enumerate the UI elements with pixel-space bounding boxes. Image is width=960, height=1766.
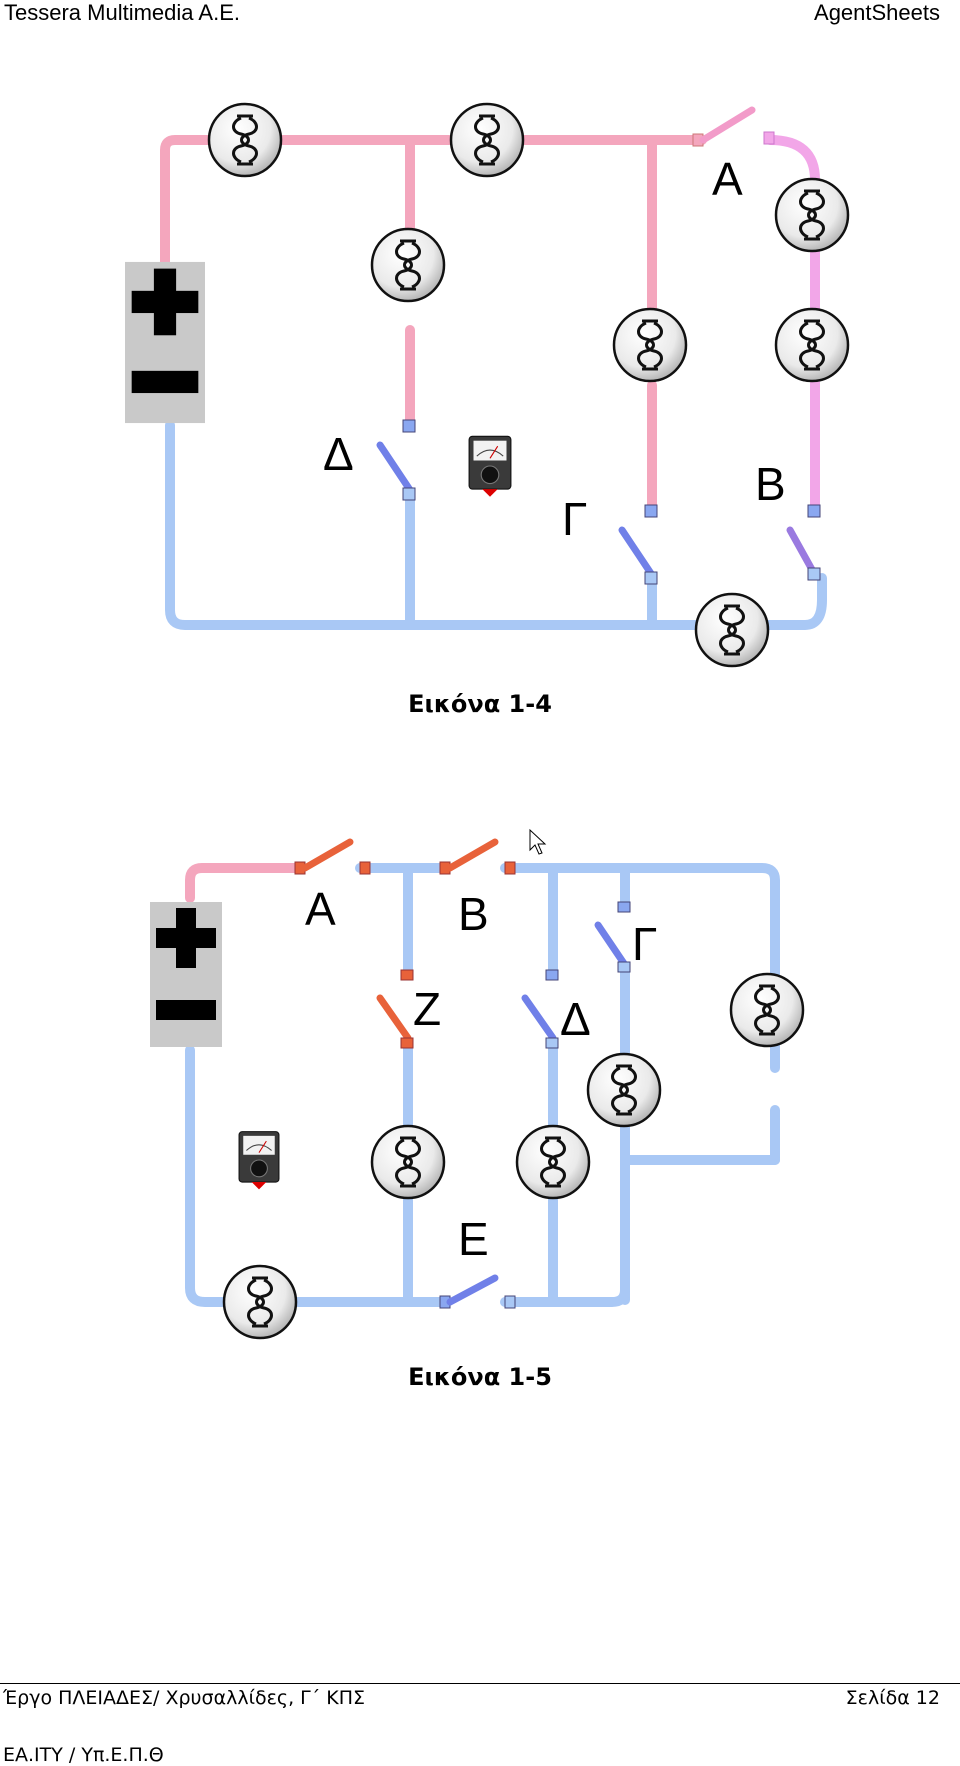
- battery-icon: [150, 902, 222, 1047]
- mouse-cursor-icon: [529, 828, 547, 855]
- switch-a-icon: [692, 106, 775, 147]
- label-a: Α: [712, 153, 743, 205]
- switch-g-icon: [594, 901, 631, 973]
- footer-project: Έργο ΠΛΕΙΑΔΕΣ/ Χρυσαλλίδες, Γ΄ ΚΠΣ: [3, 1687, 366, 1709]
- switch-b-icon: [439, 838, 516, 875]
- switch-e-icon: [439, 1274, 516, 1309]
- bulb-icon: [586, 1052, 662, 1128]
- label-g: Γ: [562, 493, 587, 545]
- label-d: Δ: [323, 428, 354, 480]
- label-b: Β: [458, 888, 489, 940]
- switch-g-icon: [618, 504, 658, 585]
- switch-a-icon: [294, 838, 371, 875]
- document-header-left: Tessera Multimedia A.E.: [4, 0, 240, 25]
- bulb-icon: [449, 102, 525, 178]
- bulb-icon: [774, 307, 850, 383]
- bulb-icon: [774, 177, 850, 253]
- bulb-icon: [207, 102, 283, 178]
- figure-caption-1-4: Εικόνα 1-4: [408, 690, 552, 718]
- footer-organization: ΕΑ.ΙΤΥ / Υπ.Ε.Π.Θ: [3, 1744, 164, 1766]
- document-header-right: AgentSheets: [814, 0, 940, 25]
- label-e: Ε: [458, 1213, 489, 1265]
- multimeter-icon: [238, 1131, 280, 1190]
- label-g: Γ: [632, 918, 657, 970]
- bulb-icon: [515, 1124, 591, 1200]
- multimeter-icon: [468, 435, 512, 497]
- switch-d-icon: [521, 969, 559, 1049]
- bulb-icon: [370, 1124, 446, 1200]
- circuit-figure-1-4: Α Β Γ Δ: [0, 90, 960, 690]
- footer-page-number: Σελίδα 12: [845, 1687, 940, 1709]
- switch-b-icon: [786, 504, 821, 581]
- bulb-icon: [612, 307, 688, 383]
- bulb-icon: [222, 1264, 298, 1340]
- label-b: Β: [755, 458, 786, 510]
- bulb-icon: [694, 592, 770, 668]
- battery-icon: [125, 261, 205, 424]
- bulb-icon: [729, 972, 805, 1048]
- label-a: Α: [305, 883, 336, 935]
- footer-divider: [0, 1683, 960, 1684]
- label-d: Δ: [560, 993, 591, 1045]
- switch-z-icon: [376, 969, 414, 1049]
- switch-d-icon: [376, 419, 416, 501]
- label-z: Ζ: [413, 983, 441, 1035]
- bulb-icon: [370, 227, 446, 303]
- circuit-figure-1-5: Α Β Γ Ζ Δ Ε: [0, 810, 960, 1350]
- figure-caption-1-5: Εικόνα 1-5: [408, 1363, 552, 1391]
